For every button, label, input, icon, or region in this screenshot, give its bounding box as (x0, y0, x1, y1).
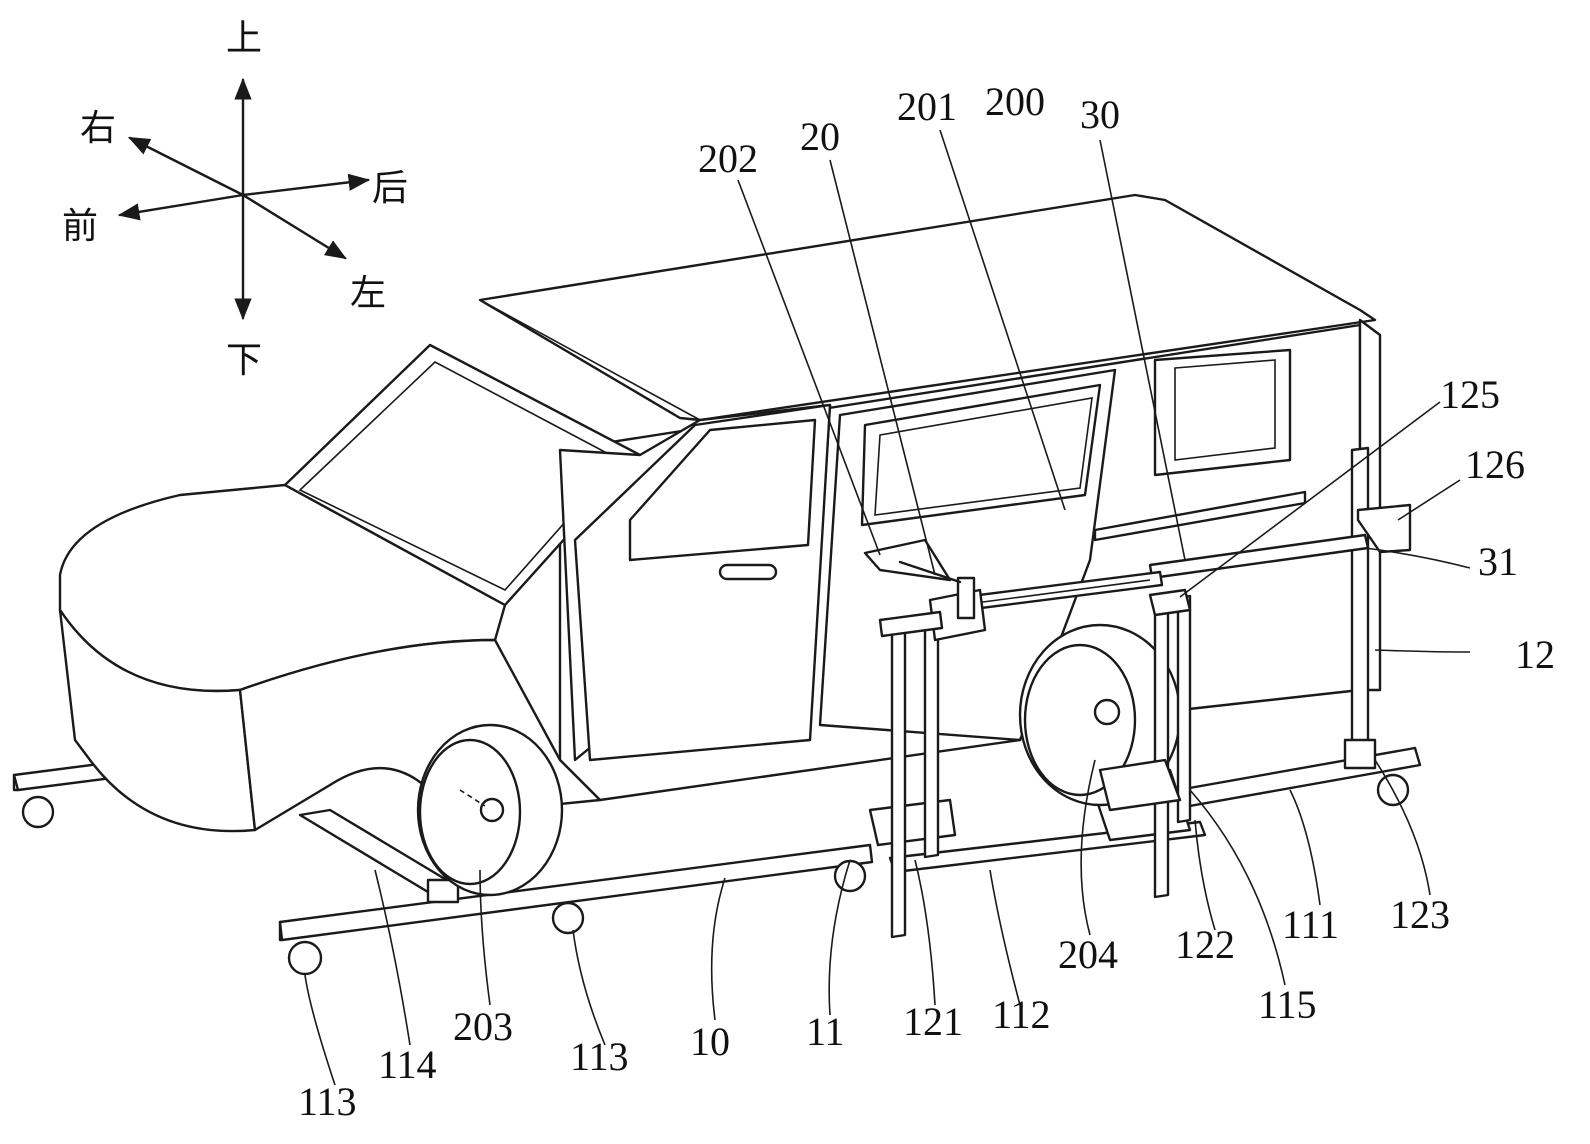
front-arrow (117, 193, 245, 221)
caster-113b (551, 901, 585, 935)
left-arrow (241, 193, 347, 260)
label-31: 31 (1478, 539, 1518, 584)
dir-up-label: 上 (226, 18, 262, 59)
label-202: 202 (698, 136, 758, 181)
rear-wheel-hub (1093, 698, 1121, 726)
upright-121b (923, 616, 940, 859)
upright-122a (1153, 596, 1170, 899)
rear-arrow (241, 173, 371, 197)
reference-numerals: 202 20 201 200 30 125 126 31 12 123 111 … (298, 79, 1555, 1124)
arm-top (878, 610, 944, 638)
label-113a: 113 (298, 1079, 357, 1124)
clamp-126 (1356, 503, 1412, 554)
vehicle-body-200 (58, 193, 1382, 897)
label-203: 203 (453, 1004, 513, 1049)
label-10: 10 (690, 1019, 730, 1064)
label-122: 122 (1175, 922, 1235, 967)
front-door-handle (718, 563, 778, 581)
dir-down-label: 下 (226, 340, 262, 381)
front-door-window (628, 418, 817, 562)
roof (478, 193, 1377, 422)
label-201: 201 (897, 84, 957, 129)
label-121: 121 (903, 999, 963, 1044)
label-126: 126 (1465, 442, 1525, 487)
upright-121a (890, 616, 907, 939)
caster-11 (833, 859, 867, 893)
cross-beam-end (426, 878, 460, 904)
label-112: 112 (992, 992, 1051, 1037)
upright-122b (1176, 594, 1192, 824)
side-window-rear (1153, 348, 1292, 477)
upright-123 (1350, 446, 1370, 764)
label-20: 20 (800, 114, 840, 159)
clamp-204 (1098, 758, 1182, 812)
label-115: 115 (1258, 982, 1317, 1027)
label-30: 30 (1080, 92, 1120, 137)
label-113b: 113 (570, 1034, 629, 1079)
dir-right-label: 右 (80, 108, 116, 149)
dir-left-label: 左 (350, 273, 386, 314)
label-111: 111 (1282, 902, 1339, 947)
front-wheel-hub (479, 797, 505, 823)
label-114: 114 (378, 1042, 437, 1087)
right-arrow (128, 136, 245, 197)
label-125: 125 (1440, 372, 1500, 417)
front-rail-10 (278, 843, 874, 942)
leader-lines (304, 129, 1471, 1086)
label-11: 11 (806, 1009, 845, 1054)
label-12: 12 (1515, 632, 1555, 677)
label-204: 204 (1058, 932, 1118, 977)
measuring-fixture (863, 446, 1412, 939)
label-123: 123 (1390, 892, 1450, 937)
bracket-11 (868, 798, 957, 847)
label-200: 200 (985, 79, 1045, 124)
head-20-post (956, 576, 976, 620)
upright-123-base (1343, 738, 1377, 770)
rear-door-window (860, 383, 1102, 527)
caster-a (21, 795, 55, 829)
caster-113a (287, 940, 323, 976)
dir-rear-label: 后 (372, 168, 408, 209)
dir-front-label: 前 (62, 206, 98, 247)
direction-compass: 上 下 右 左 前 后 (62, 18, 408, 381)
